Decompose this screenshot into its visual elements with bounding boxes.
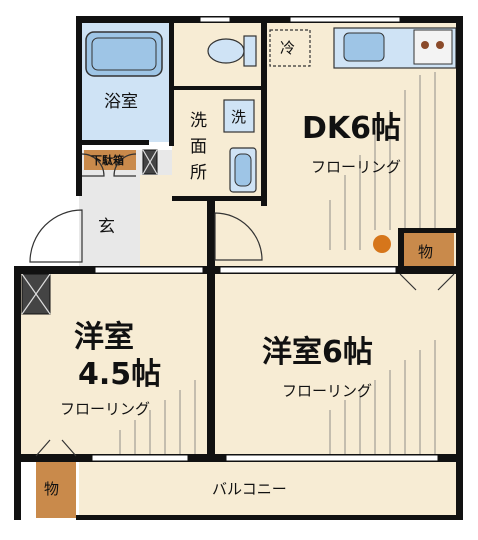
shoe-box-label: 下駄箱 <box>91 153 124 167</box>
dk-floor-label: フローリング <box>311 158 401 176</box>
bathtub <box>85 31 163 77</box>
washroom-label-char: 所 <box>190 163 207 183</box>
washer-label: 洗 <box>231 108 246 126</box>
closet-balcony <box>36 462 76 518</box>
room1-title-line2: 4.5帖 <box>78 357 161 392</box>
bath-label: 浴室 <box>104 92 138 112</box>
bathtub-inner <box>91 37 157 71</box>
windows <box>91 16 439 462</box>
stove <box>413 29 453 65</box>
toilet-bowl <box>207 38 245 64</box>
door-swings <box>29 153 455 457</box>
room2-title: 洋室6帖 <box>262 335 373 370</box>
intercom-icon <box>373 235 391 253</box>
washer-box <box>223 99 255 133</box>
fridge-space <box>269 29 311 67</box>
balcony-label: バルコニー <box>212 480 287 498</box>
wash-basin-bowl <box>234 153 252 187</box>
closet-kitchen <box>404 232 454 268</box>
shoe-box <box>84 150 136 170</box>
washroom-label-char: 洗 <box>190 111 207 131</box>
pipe-space-icon <box>21 273 51 315</box>
kitchen-sink <box>343 32 385 62</box>
room2-floor <box>215 272 459 458</box>
room1-title-line1: 洋室 <box>74 320 134 355</box>
room1-floor-label: フローリング <box>60 400 150 418</box>
washroom-label: 洗 面 所 <box>190 111 207 183</box>
washroom-label-char: 面 <box>190 137 207 157</box>
toilet-tank <box>243 35 257 67</box>
sunlight-hatching <box>119 72 436 455</box>
fridge-label: 冷 <box>280 39 295 57</box>
dk-title: DK6帖 <box>302 111 401 146</box>
pipe-space-icon <box>142 149 158 175</box>
burner-icon <box>436 41 444 49</box>
balcony-floor <box>79 462 459 518</box>
room2-floor-label: フローリング <box>282 382 372 400</box>
entrance-label: 玄 <box>98 217 115 237</box>
closet-kitchen-label: 物 <box>418 243 433 261</box>
burner-icon <box>421 41 429 49</box>
closet-balcony-label: 物 <box>44 480 59 498</box>
